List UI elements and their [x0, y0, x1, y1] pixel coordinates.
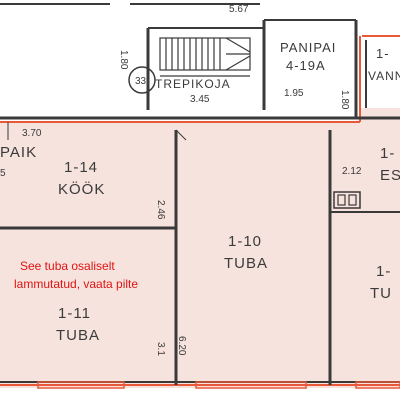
es-code: 1-	[380, 145, 395, 162]
vann-name: VANN	[368, 69, 400, 83]
right-room-code: 1-	[376, 263, 391, 280]
piaik-name: PAIK	[0, 144, 37, 161]
tuba11-code: 1-11	[58, 305, 91, 322]
kook-code: 1-14	[64, 159, 98, 176]
stair-number-circle	[128, 66, 156, 94]
apartment-highlight	[0, 35, 400, 388]
kook-name: KÖÖK	[58, 180, 105, 198]
vann-code: 1-	[376, 46, 390, 61]
door-swing-tuba10	[175, 129, 187, 141]
staircase	[128, 37, 251, 94]
pan-code: 4-19A	[286, 58, 326, 73]
es-appliance-left	[337, 194, 346, 206]
tuba11-name: TUBA	[56, 327, 100, 344]
dim-stair-area: 3.45	[190, 94, 210, 105]
dim-pan-side: 1.80	[339, 90, 350, 110]
fixtures	[7, 122, 400, 389]
dim-kook-side: 2.46	[155, 200, 166, 220]
es-appliance-right	[348, 194, 357, 206]
stair-label: TREPIKOJA	[155, 77, 231, 91]
window-bottom-mid	[195, 381, 307, 389]
tuba10-code: 1-10	[228, 233, 262, 250]
dim-pan: 1.95	[284, 88, 304, 99]
stair-turn	[225, 37, 251, 71]
es-appliance	[333, 191, 361, 209]
plan-labels: 5.67 1.80 33 TREPIKOJA 3.45 PANIPAI 4-19…	[0, 4, 400, 356]
window-bottom-left	[37, 381, 125, 389]
pan-name: PANIPAI	[280, 40, 336, 55]
highlight-fill	[0, 108, 400, 388]
stair-number: 33	[135, 76, 147, 87]
dim-top: 5.67	[229, 4, 249, 15]
dim-piaik: 3.70	[22, 128, 42, 139]
note-line-2: lammutatud, vaata pilte	[14, 277, 138, 291]
dim-bottom-31: 3.1	[155, 342, 166, 356]
demolition-note: See tuba osaliselt lammutatud, vaata pil…	[14, 259, 138, 291]
dim-stair-side: 1.80	[118, 50, 129, 70]
dim-620: 6.20	[176, 336, 187, 356]
es-name: ES	[380, 167, 400, 184]
dim-es: 2.12	[342, 166, 362, 177]
window-bottom-right	[355, 381, 400, 389]
right-room-name: TU	[370, 285, 392, 302]
dim-left-edge: 5	[0, 168, 6, 179]
tuba10-name: TUBA	[224, 255, 268, 272]
note-line-1: See tuba osaliselt	[20, 259, 115, 273]
